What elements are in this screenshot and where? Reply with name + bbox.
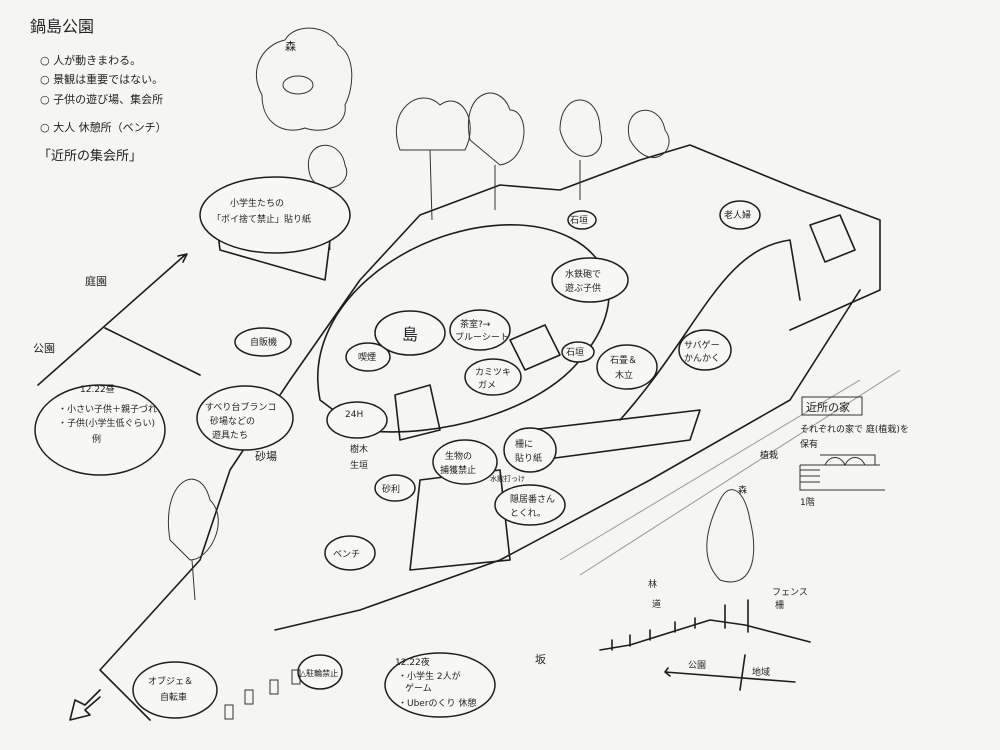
island-label: 島 [402, 325, 418, 344]
section-woods: 林 [648, 578, 657, 590]
night-item: ・Uberのくり 休憩 [398, 697, 476, 709]
night-item: ・小学生 2人が [398, 670, 461, 682]
daytime-item: ・子供(小学生低ぐらい) [58, 417, 155, 429]
watergun-label: 遊ぶ子供 [565, 282, 601, 294]
playground-label: すべり台ブランコ [205, 401, 276, 413]
slope-label: 坂 [535, 653, 546, 666]
night-heading: 12.22夜 [395, 656, 430, 668]
poster-note: 小学生たちの [230, 197, 284, 209]
elderly-label: 老人婦 [724, 209, 751, 221]
building [809, 214, 856, 263]
neighbors-note: それぞれの家で 庭(植栽)を [800, 423, 909, 435]
section-forest: 森 [738, 484, 747, 496]
trees-label: 樹木 [350, 443, 368, 455]
paving-label: 石畳＆ [610, 355, 637, 366]
shed [394, 384, 441, 441]
section-fence: フェンス [772, 588, 808, 598]
inset-forest-cloud [256, 27, 353, 131]
hideout-label: 隠居番さん [510, 493, 555, 505]
section-park: 公園 [688, 660, 706, 671]
boundary-fence [274, 289, 861, 631]
section-fence: 柵 [775, 599, 784, 611]
sandbox-label: 砂場 [255, 450, 277, 463]
daytime-heading: 12.22昼 [80, 384, 115, 395]
small-note: 水飲打っけ [490, 474, 525, 483]
hedge-label: 生垣 [350, 459, 368, 471]
stonewall-label: 石垣 [566, 347, 584, 358]
creatures-label: 生物の [445, 450, 472, 462]
playground-label: 砂場などの [210, 415, 255, 427]
daytime-item: ・小さい子供＋親子づれ [58, 403, 157, 415]
neighbors-note: 保有 [800, 438, 818, 450]
bluesheet-label: 茶室?→ [460, 318, 491, 330]
exit-arrow [69, 689, 101, 721]
vending-machine-label: 自販機 [250, 336, 277, 348]
survival-label: サバゲー [684, 339, 720, 351]
note: ○ 人が動きまわる。 [40, 53, 141, 67]
section-area: 地域 [752, 666, 770, 678]
turtle-label: ガメ [478, 380, 496, 391]
speech-bubbles [34, 176, 761, 719]
stonewall-label: 石垣 [570, 215, 588, 226]
objet-label: 自転車 [160, 691, 187, 703]
inset-pond [282, 75, 314, 95]
objet-label: オブジェ＆ [148, 675, 193, 687]
gravel-label: 砂利 [382, 483, 400, 495]
note: ○ 景観は重要ではない。 [40, 72, 163, 86]
stepped-blocks [409, 469, 511, 571]
map-title: 鍋島公園 [30, 17, 94, 36]
poster-note: 「ポイ捨て禁止」貼り紙 [212, 213, 311, 225]
bluesheet-label: ブルーシート [455, 331, 509, 343]
floor-label: 1階 [800, 497, 815, 508]
note: ○ 子供の遊び場、集会所 [40, 92, 163, 106]
planting-label: 植栽 [760, 449, 778, 461]
survival-label: かんかく [684, 353, 720, 364]
neighbors-heading: 近所の家 [806, 400, 850, 414]
smoking-label: 喫煙 [358, 351, 376, 363]
note: ○ 大人 休憩所（ベンチ） [40, 120, 167, 134]
no-parking-label: △駐輪禁止 [300, 668, 338, 678]
direction-garden: 庭園 [85, 274, 107, 288]
fence-poster-label: 柵に [515, 438, 533, 450]
neighbors-heading-box [801, 396, 863, 416]
paving-label: 木立 [615, 369, 633, 381]
fence-poster-label: 貼り紙 [515, 452, 542, 464]
hut [509, 324, 561, 371]
open-24h-label: 24H [345, 410, 363, 420]
watergun-label: 水鉄砲で [565, 268, 601, 280]
creatures-label: 捕獲禁止 [440, 464, 476, 476]
path [619, 239, 801, 421]
note-quote: 「近所の集会所」 [38, 148, 142, 164]
turtle-label: カミツキ [475, 367, 511, 378]
playground-label: 遊具たち [212, 429, 248, 441]
hideout-label: とくれ。 [510, 508, 546, 519]
section-road: 道 [652, 598, 661, 610]
night-item: ゲーム [405, 682, 432, 694]
daytime-example: 例 [92, 433, 101, 445]
neighbor-house-section [799, 454, 885, 491]
direction-arrows [37, 253, 201, 386]
bench-label: ベンチ [333, 549, 360, 560]
inset-label: 森 [285, 39, 296, 53]
direction-park: 公園 [33, 342, 55, 355]
bollards [224, 669, 301, 720]
